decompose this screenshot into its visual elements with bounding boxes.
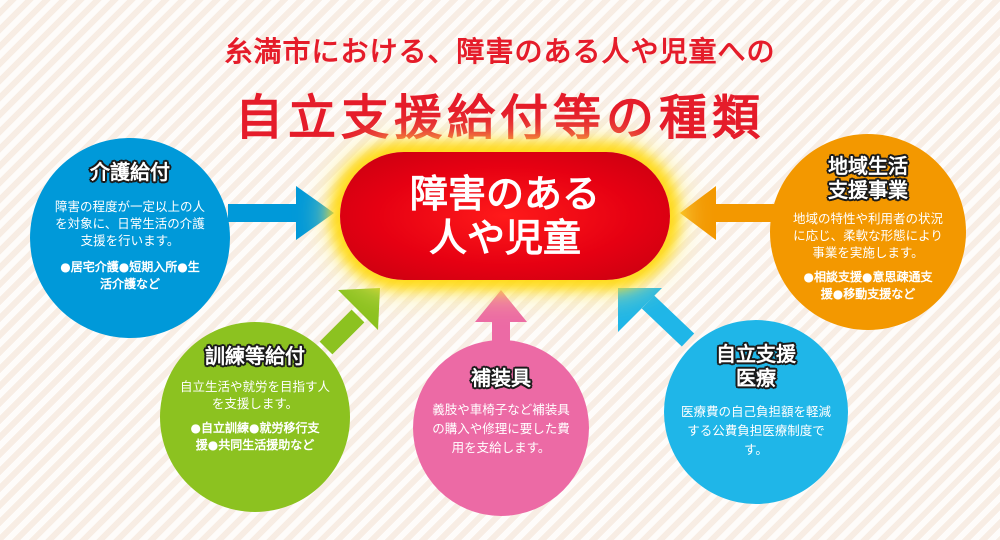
- node-hosogu-description: 義肢や車椅子など補装具の購入や修理に要した費用を支給します。: [432, 402, 570, 455]
- page-title: 自立支援給付等の種類: [234, 90, 765, 146]
- subtitle: 糸満市における、障害のある人や児童への: [224, 35, 776, 68]
- arrow-kaigo: [228, 186, 334, 240]
- node-iryo-title-line1: 自立支援: [716, 342, 796, 366]
- center-node: 障害のある 人や児童: [340, 152, 670, 280]
- node-chiiki: 地域生活 支援事業 地域の特性や利用者の状況に応じ、柔軟な形態により事業を実施し…: [770, 134, 966, 330]
- node-kaigo-description: 障害の程度が一定以上の人を対象に、日常生活の介護支援を行います。: [54, 199, 205, 248]
- node-hosogu-title: 補装具: [471, 366, 531, 390]
- node-kunren-examples: ●自立訓練●就労移行支援●共同生活援助など: [190, 421, 320, 452]
- center-label-line1: 障害のある: [409, 172, 600, 216]
- node-iryo-description: 医療費の自己負担額を軽減する公費負担医療制度です。: [681, 404, 832, 457]
- node-iryo-title: 自立支援 医療: [716, 342, 796, 390]
- node-iryo: 自立支援 医療 医療費の自己負担額を軽減する公費負担医療制度です。: [664, 320, 848, 504]
- node-chiiki-description: 地域の特性や利用者の状況に応じ、柔軟な形態により事業を実施します。: [792, 211, 943, 260]
- node-iryo-title-line2: 医療: [736, 366, 776, 390]
- node-kunren: 訓練等給付 自立生活や就労を目指す人を支援します。 ●自立訓練●就労移行支援●共…: [160, 322, 350, 512]
- node-kaigo-examples: ●居宅介護●短期入所●生活介護など: [60, 260, 200, 291]
- node-chiiki-title-line2: 支援事業: [828, 178, 908, 202]
- arrow-chiiki: [680, 186, 774, 240]
- node-hosogu: 補装具 義肢や車椅子など補装具の購入や修理に要した費用を支給します。: [413, 340, 589, 516]
- node-chiiki-title-line1: 地域生活: [828, 154, 908, 178]
- node-kunren-description: 自立生活や就労を目指す人を支援します。: [180, 379, 331, 411]
- node-kaigo: 介護給付 障害の程度が一定以上の人を対象に、日常生活の介護支援を行います。 ●居…: [30, 138, 230, 338]
- node-chiiki-title: 地域生活 支援事業: [828, 154, 908, 202]
- node-kaigo-title: 介護給付: [90, 160, 170, 184]
- center-label-line2: 人や児童: [428, 216, 581, 260]
- node-chiiki-examples: ●相談支援●意思疎通支援●移動支援など: [803, 270, 933, 301]
- node-kunren-title: 訓練等給付: [205, 344, 305, 368]
